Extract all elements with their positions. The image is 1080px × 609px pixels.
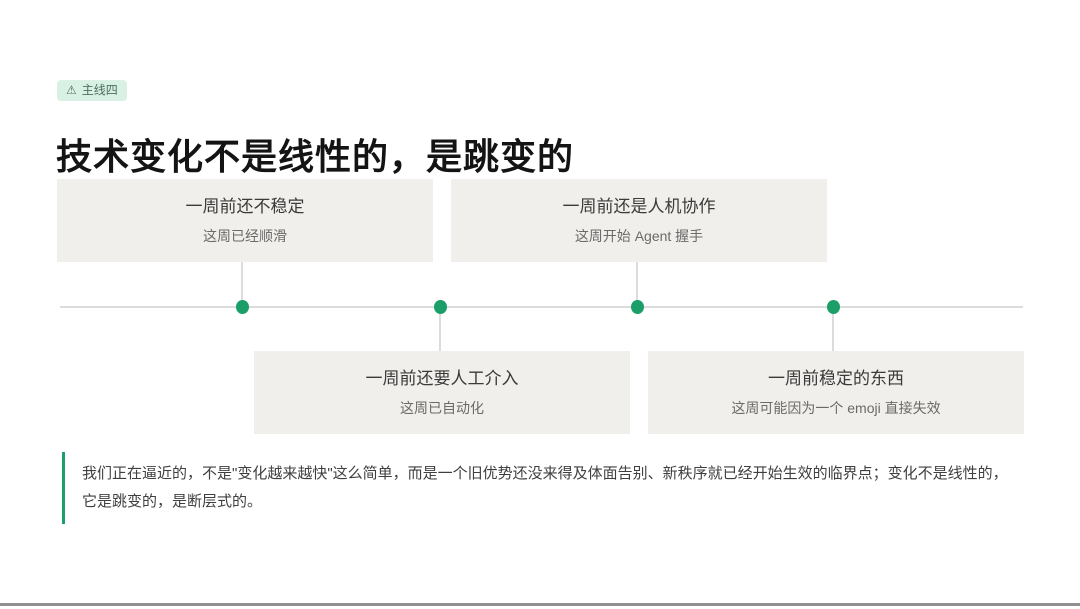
timeline-axis	[60, 306, 1023, 308]
timeline-connector-2	[439, 307, 441, 351]
timeline-node-1	[236, 300, 249, 314]
quote-callout: 我们正在逼近的，不是"变化越来越快"这么简单，而是一个旧优势还没来得及体面告别、…	[62, 452, 1020, 524]
timeline-card-title: 一周前还要人工介入	[365, 368, 519, 388]
timeline-card-1: 一周前还不稳定 这周已经顺滑	[57, 179, 433, 262]
page-title: 技术变化不是线性的，是跳变的	[56, 136, 575, 178]
timeline-node-3	[631, 300, 644, 314]
timeline-card-subtitle: 这周已经顺滑	[203, 227, 287, 244]
timeline-node-4	[827, 300, 840, 314]
timeline-connector-1	[241, 262, 243, 307]
warning-icon: ⚠	[66, 83, 77, 97]
timeline-card-3: 一周前还要人工介入 这周已自动化	[254, 351, 630, 434]
timeline-connector-3	[636, 262, 638, 307]
timeline-card-subtitle: 这周开始 Agent 握手	[574, 227, 704, 244]
bottom-divider	[0, 603, 1080, 606]
timeline-card-title: 一周前还是人机协作	[562, 196, 716, 216]
timeline-node-2	[434, 300, 447, 314]
timeline-card-subtitle: 这周可能因为一个 emoji 直接失效	[731, 399, 941, 416]
timeline-card-2: 一周前还是人机协作 这周开始 Agent 握手	[451, 179, 827, 262]
timeline-card-title: 一周前还不稳定	[185, 196, 305, 216]
timeline-card-title: 一周前稳定的东西	[768, 368, 904, 388]
timeline-card-4: 一周前稳定的东西 这周可能因为一个 emoji 直接失效	[648, 351, 1024, 434]
timeline-connector-4	[832, 307, 834, 351]
section-badge: ⚠ 主线四	[57, 80, 127, 101]
section-badge-label: 主线四	[81, 83, 118, 97]
timeline-card-subtitle: 这周已自动化	[400, 399, 484, 416]
